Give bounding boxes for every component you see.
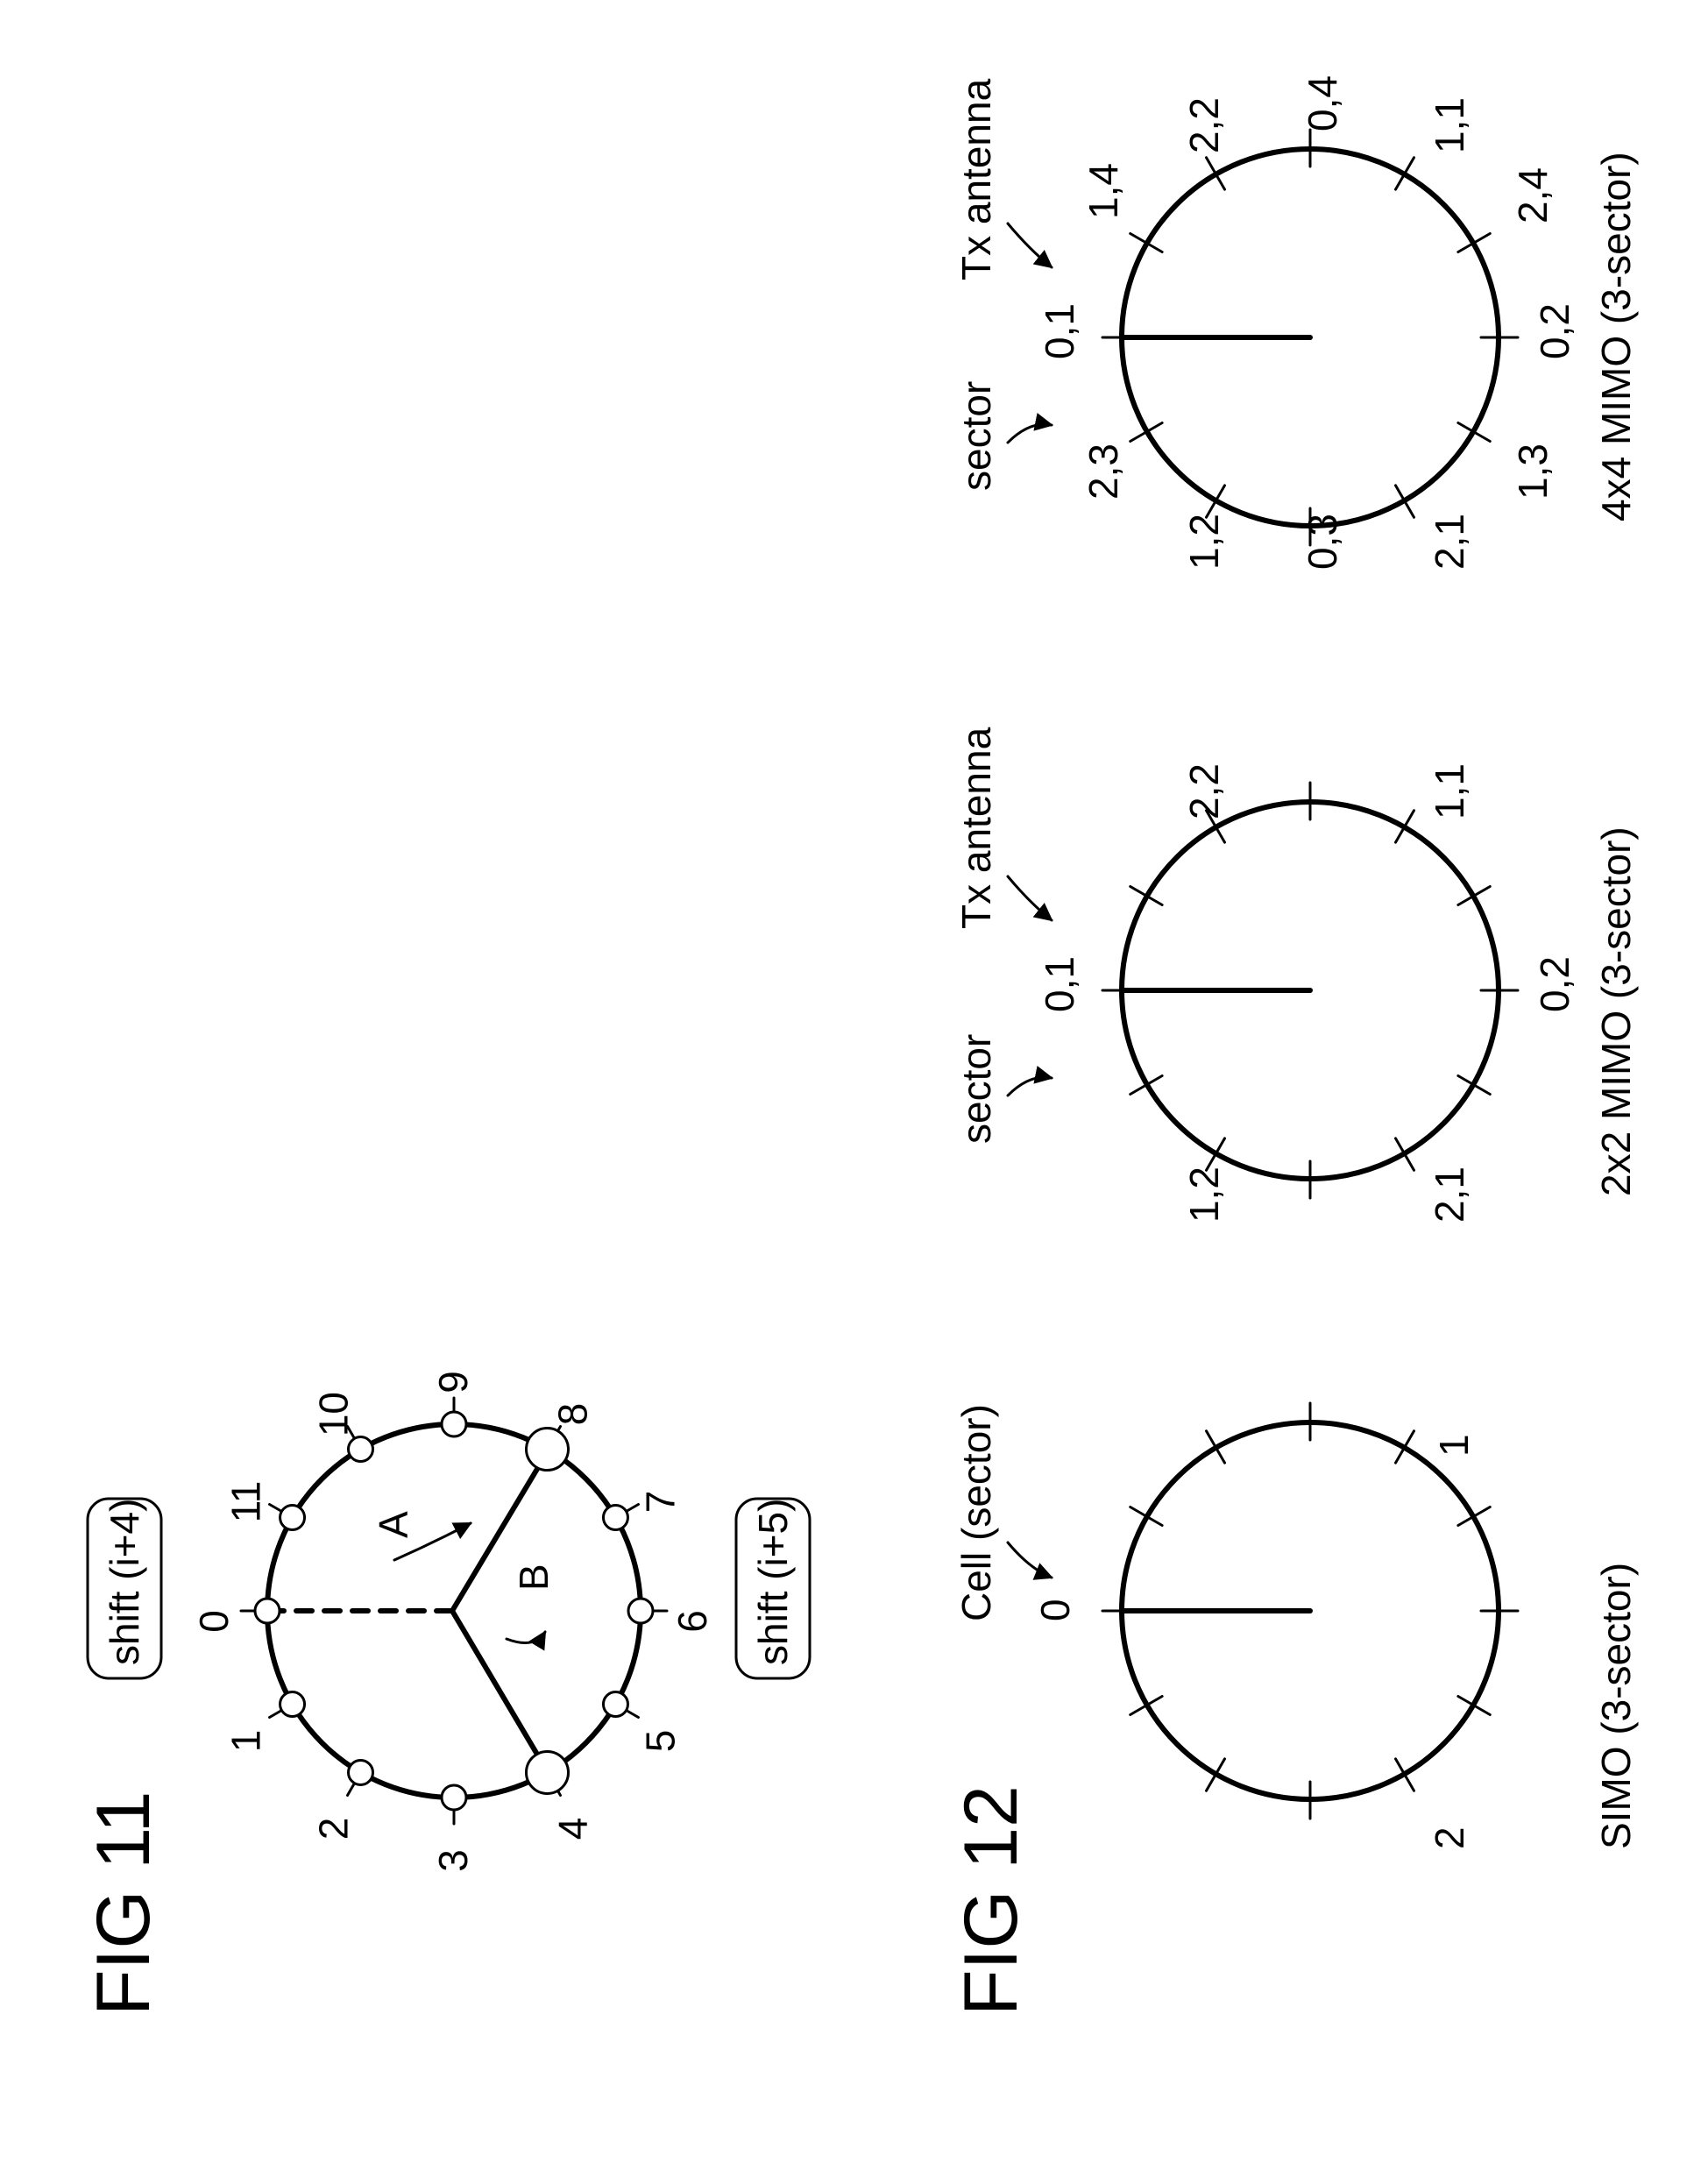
mimo4-antenna-label: Tx antenna — [953, 78, 999, 280]
simo-label-0: 0 — [1032, 1599, 1078, 1621]
mimo4-antenna-arrow — [1008, 223, 1052, 267]
shift-top-capsule: shift (i+4) — [88, 1499, 161, 1678]
mimo2-label-11: 1,1 — [1427, 763, 1472, 819]
fig11-number-7: 7 — [637, 1491, 683, 1514]
fig11-number-6: 6 — [670, 1610, 715, 1633]
mimo4-label-24: 2,4 — [1510, 167, 1556, 223]
mimo2-antenna-label: Tx antenna — [953, 727, 999, 929]
fig11-number-5: 5 — [637, 1730, 683, 1753]
fig11-number-10: 10 — [311, 1392, 357, 1436]
simo-label-1: 1 — [1431, 1434, 1477, 1457]
arrow-b-label: B — [511, 1564, 556, 1591]
mimo2-label-02: 0,2 — [1532, 956, 1577, 1012]
simo-label-2: 2 — [1427, 1826, 1472, 1849]
mimo4-label-13: 1,3 — [1510, 443, 1556, 500]
mimo4-label-12: 1,2 — [1181, 514, 1227, 570]
arrow-a-label: A — [371, 1511, 416, 1538]
mimo2-caption: 2x2 MIMO (3-sector) — [1593, 826, 1639, 1196]
fig11-node-9 — [442, 1412, 466, 1436]
shift-bottom-capsule: shift (i+5) — [736, 1499, 810, 1678]
mimo4-label-04: 0,4 — [1300, 75, 1345, 131]
fig11-spoke-8 — [452, 1611, 548, 1772]
fig11-node-3 — [442, 1785, 466, 1810]
fig11-node-8 — [527, 1429, 569, 1471]
mimo2-label-12: 1,2 — [1181, 1167, 1227, 1223]
fig11-group: FIG 11 shift (i+4) shift (i+5) 0 1 2 3 4 5 6 7 8… — [82, 1371, 810, 2016]
arrow-b-curve — [507, 1632, 545, 1643]
simo-diagram: 0 1 2 Cell (sector) SIMO (3-sector) — [953, 1403, 1639, 1849]
mimo4-label-21: 2,1 — [1427, 514, 1472, 570]
mimo2-sector-arrow — [1008, 1077, 1052, 1096]
mimo2-label-21: 2,1 — [1427, 1167, 1472, 1223]
simo-pointer-arrow — [1008, 1542, 1052, 1578]
mimo4-label-02: 0,2 — [1532, 303, 1577, 359]
mimo4-label-22: 2,2 — [1181, 97, 1227, 153]
mimo4-diagram: 0,1 1,4 2,2 0,4 1,1 2,4 0,2 1,3 2,1 0,3 … — [953, 75, 1639, 570]
shift-bottom-label: shift (i+5) — [750, 1499, 796, 1665]
fig11-node-10 — [349, 1437, 373, 1462]
mimo2-sector-label: sector — [953, 1034, 999, 1144]
fig11-number-0: 0 — [191, 1610, 237, 1633]
fig11-number-8: 8 — [550, 1403, 596, 1426]
fig11-node-5 — [603, 1692, 627, 1717]
fig11-number-3: 3 — [430, 1849, 476, 1872]
mimo4-sector-label: sector — [953, 381, 999, 491]
mimo4-label-03: 0,3 — [1300, 514, 1345, 570]
fig11-node-0 — [255, 1599, 280, 1623]
mimo4-sector-arrow — [1008, 424, 1052, 443]
fig11-number-4: 4 — [550, 1818, 596, 1840]
mimo2-label-01: 0,1 — [1037, 956, 1082, 1012]
mimo4-label-11: 1,1 — [1427, 97, 1472, 153]
fig11-number-11: 11 — [223, 1481, 269, 1523]
fig11-number-2: 2 — [311, 1818, 357, 1840]
mimo2-diagram: 0,1 2,2 1,1 0,2 1,2 2,1 sector Tx antenn… — [953, 727, 1639, 1223]
fig11-node-7 — [603, 1506, 627, 1530]
fig11-title: FIG 11 — [82, 1791, 166, 2017]
fig11-number-1: 1 — [223, 1730, 269, 1753]
fig12-title: FIG 12 — [949, 1785, 1033, 2016]
simo-pointer-label: Cell (sector) — [953, 1404, 999, 1621]
simo-caption: SIMO (3-sector) — [1593, 1563, 1639, 1849]
fig11-node-6 — [628, 1599, 653, 1623]
fig11-node-11 — [280, 1506, 305, 1530]
fig11-number-9: 9 — [430, 1371, 476, 1394]
mimo2-antenna-arrow — [1008, 876, 1052, 920]
fig11-nodes: 0 1 2 3 4 5 6 7 8 9 10 11 — [191, 1371, 715, 1872]
fig12-group: FIG 12 0 1 2 Cell (sector) SIMO (3-secto… — [949, 75, 1639, 2016]
fig11-node-2 — [349, 1760, 373, 1784]
fig11-node-1 — [280, 1692, 305, 1717]
shift-top-label: shift (i+4) — [102, 1499, 147, 1665]
mimo4-label-23: 2,3 — [1081, 443, 1126, 500]
mimo4-caption: 4x4 MIMO (3-sector) — [1593, 152, 1639, 521]
mimo4-label-14: 1,4 — [1081, 163, 1126, 219]
fig11-node-4 — [527, 1751, 569, 1793]
mimo4-label-01: 0,1 — [1037, 303, 1082, 359]
mimo2-label-22: 2,2 — [1181, 763, 1227, 819]
